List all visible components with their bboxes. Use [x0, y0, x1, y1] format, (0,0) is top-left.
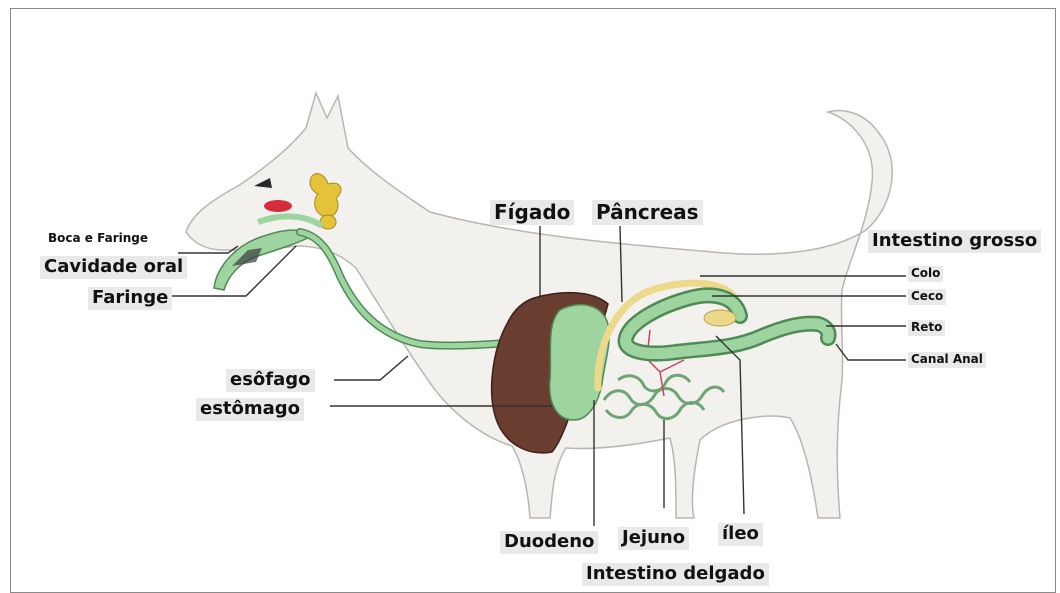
label-figado: Fígado	[490, 200, 574, 225]
label-cavidade-oral: Cavidade oral	[40, 256, 187, 279]
label-esofago: esôfago	[226, 369, 315, 392]
mouth-red-area	[264, 200, 292, 212]
label-canal-anal: Canal Anal	[908, 352, 986, 368]
label-reto: Reto	[908, 320, 945, 336]
label-ceco: Ceco	[908, 289, 946, 305]
label-faringe: Faringe	[88, 287, 172, 310]
label-jejuno: Jejuno	[618, 527, 689, 550]
label-ileo: íleo	[718, 523, 763, 546]
label-colo: Colo	[908, 266, 943, 282]
salivary-gland-lower	[320, 215, 336, 229]
label-estomago: estômago	[196, 398, 304, 421]
cecum-shape	[704, 310, 736, 326]
label-intestino-grosso: Intestino grosso	[868, 230, 1041, 253]
label-duodeno: Duodeno	[500, 531, 598, 554]
label-pancreas: Pâncreas	[592, 200, 703, 225]
label-boca-e-faringe: Boca e Faringe	[48, 232, 148, 246]
label-intestino-delgado: Intestino delgado	[582, 563, 769, 586]
